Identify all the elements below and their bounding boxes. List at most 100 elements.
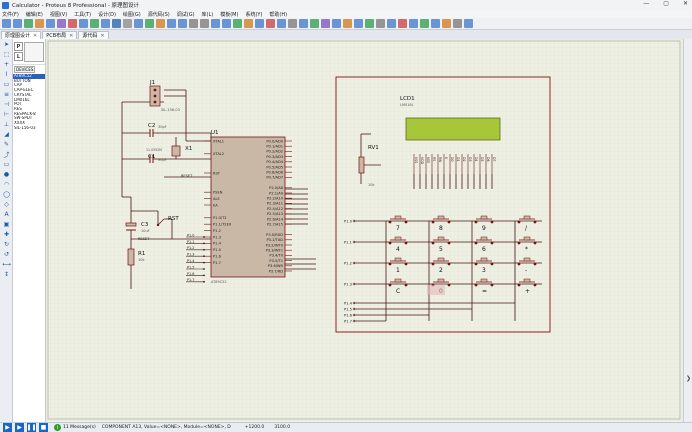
- toolbar-tool-icon[interactable]: [420, 19, 429, 28]
- toolbar-tool-icon[interactable]: [68, 19, 77, 28]
- toolbar-tool-icon[interactable]: [288, 19, 297, 28]
- device-list-item[interactable]: LM016L: [14, 97, 30, 102]
- menu-item[interactable]: 模板(M): [220, 11, 239, 18]
- toolbar-tool-icon[interactable]: [13, 19, 22, 28]
- menu-item[interactable]: 帮助(H): [269, 11, 288, 18]
- mode-tool-icon[interactable]: ●: [3, 171, 10, 178]
- devices-tab[interactable]: DEVICES: [14, 66, 36, 73]
- keypad-key[interactable]: 3: [474, 257, 494, 274]
- toolbar-tool-icon[interactable]: [57, 19, 66, 28]
- toolbar-tool-icon[interactable]: [332, 19, 341, 28]
- menu-item[interactable]: 编辑(E): [25, 11, 43, 18]
- toolbar-tool-icon[interactable]: [233, 19, 242, 28]
- mode-tool-icon[interactable]: ⬚: [3, 51, 10, 58]
- u1-mcu[interactable]: U1 AT89C52 XTAL1XTAL2RSTPSENALEEAP1.0/T2…: [186, 130, 292, 284]
- j1-connector[interactable]: J1 SIL-156-03: [149, 80, 180, 112]
- mode-tool-icon[interactable]: A: [4, 211, 9, 218]
- tab-source[interactable]: 源代码✕: [78, 31, 109, 39]
- library-button[interactable]: L: [14, 52, 23, 61]
- menu-item[interactable]: 调试(G): [176, 11, 195, 18]
- schematic-svg[interactable]: J1 SIL-156-03 C2 30pF C1 30pF X1 11.0592…: [46, 39, 683, 422]
- mode-tool-icon[interactable]: ↺: [3, 251, 10, 258]
- device-list-item[interactable]: CAP: [14, 83, 22, 88]
- keypad-key[interactable]: 2: [431, 257, 451, 274]
- toolbar-tool-icon[interactable]: [365, 19, 374, 28]
- mode-tool-icon[interactable]: ➤: [3, 41, 10, 48]
- device-list-item[interactable]: SW-SPDT: [14, 116, 33, 121]
- mode-tool-icon[interactable]: ↻: [3, 241, 10, 248]
- mode-tool-icon[interactable]: +: [3, 61, 10, 68]
- pause-button[interactable]: ❚❚: [26, 423, 37, 432]
- mode-tool-icon[interactable]: ✎: [3, 141, 10, 148]
- toolbar-tool-icon[interactable]: [321, 19, 330, 28]
- toolbar-tool-icon[interactable]: [464, 19, 473, 28]
- mode-tool-icon[interactable]: ▣: [3, 221, 10, 228]
- mode-tool-icon[interactable]: ◇: [4, 201, 9, 208]
- step-button[interactable]: ▶: [15, 423, 24, 432]
- keypad-key[interactable]: /: [517, 215, 537, 232]
- keypad-key[interactable]: 1: [388, 257, 408, 274]
- toolbar-tool-icon[interactable]: [255, 19, 264, 28]
- keypad-key[interactable]: 4: [388, 236, 408, 253]
- toolbar-tool-icon[interactable]: [24, 19, 33, 28]
- toolbar-tool-icon[interactable]: [101, 19, 110, 28]
- toolbar-tool-icon[interactable]: [156, 19, 165, 28]
- toolbar-tool-icon[interactable]: [310, 19, 319, 28]
- toolbar-tool-icon[interactable]: [442, 19, 451, 28]
- toolbar-tool-icon[interactable]: [431, 19, 440, 28]
- mode-tool-icon[interactable]: ⊣: [3, 101, 10, 108]
- toolbar-tool-icon[interactable]: [343, 19, 352, 28]
- minimize-button[interactable]: —: [643, 0, 650, 7]
- toolbar-tool-icon[interactable]: [211, 19, 220, 28]
- toolbar-tool-icon[interactable]: [167, 19, 176, 28]
- mode-tool-icon[interactable]: ⊢: [3, 111, 10, 118]
- toolbar-tool-icon[interactable]: [409, 19, 418, 28]
- c1-capacitor[interactable]: C1 30pF: [148, 154, 167, 163]
- mode-tool-icon[interactable]: ⤴: [3, 152, 10, 159]
- mode-tool-icon[interactable]: ✚: [3, 231, 10, 238]
- rv1-potentiometer[interactable]: RV1 10k: [358, 145, 379, 187]
- close-icon[interactable]: ✕: [100, 32, 105, 39]
- device-list-item[interactable]: RESPACK-8: [14, 111, 36, 116]
- keypad-key[interactable]: 6: [474, 236, 494, 253]
- close-icon[interactable]: ✕: [69, 32, 74, 39]
- keypad-key[interactable]: 7: [388, 215, 408, 232]
- mode-tool-icon[interactable]: ▭: [3, 81, 10, 88]
- r1-resistor[interactable]: R1 10k: [127, 248, 145, 266]
- menu-item[interactable]: 系统(Y): [245, 11, 263, 18]
- toolbar-tool-icon[interactable]: [123, 19, 132, 28]
- keypad-key[interactable]: =: [474, 278, 494, 295]
- pick-device-button[interactable]: P: [14, 42, 23, 51]
- menu-item[interactable]: 工具(T): [74, 11, 92, 18]
- mode-tool-icon[interactable]: ⊥: [3, 121, 10, 128]
- toolbar-tool-icon[interactable]: [266, 19, 275, 28]
- c2-capacitor[interactable]: C2 30pF: [148, 123, 167, 137]
- vertical-scrollbar[interactable]: ❯: [683, 39, 692, 422]
- keypad-key[interactable]: +: [517, 278, 537, 295]
- x1-crystal[interactable]: X1 11.0592M: [146, 145, 192, 157]
- close-button[interactable]: ✕: [682, 0, 688, 7]
- device-list-item[interactable]: CAP-ELEC: [14, 88, 34, 93]
- keypad-key[interactable]: 5: [431, 236, 451, 253]
- toolbar-tool-icon[interactable]: [453, 19, 462, 28]
- toolbar-tool-icon[interactable]: [46, 19, 55, 28]
- keypad-key[interactable]: 8: [431, 215, 451, 232]
- toolbar-tool-icon[interactable]: [200, 19, 209, 28]
- toolbar-tool-icon[interactable]: [134, 19, 143, 28]
- close-icon[interactable]: ✕: [33, 32, 38, 39]
- play-button[interactable]: ▶: [3, 423, 12, 432]
- toolbar-tool-icon[interactable]: [277, 19, 286, 28]
- toolbar-tool-icon[interactable]: [387, 19, 396, 28]
- rst-button[interactable]: RST: [156, 216, 180, 227]
- tab-schematic[interactable]: 原理图设计✕: [1, 31, 42, 39]
- device-list-item[interactable]: CRYSTAL: [14, 92, 32, 97]
- toolbar-tool-icon[interactable]: [112, 19, 121, 28]
- tab-pcb[interactable]: PCB布局✕: [42, 31, 78, 39]
- keypad-key[interactable]: C: [388, 278, 408, 295]
- device-list-item[interactable]: SIL-156-03: [14, 125, 36, 130]
- menu-item[interactable]: 库(L): [201, 11, 214, 18]
- mode-tool-icon[interactable]: ◢: [4, 131, 9, 138]
- toolbar-tool-icon[interactable]: [90, 19, 99, 28]
- toolbar-tool-icon[interactable]: [398, 19, 407, 28]
- toolbar-tool-icon[interactable]: [189, 19, 198, 28]
